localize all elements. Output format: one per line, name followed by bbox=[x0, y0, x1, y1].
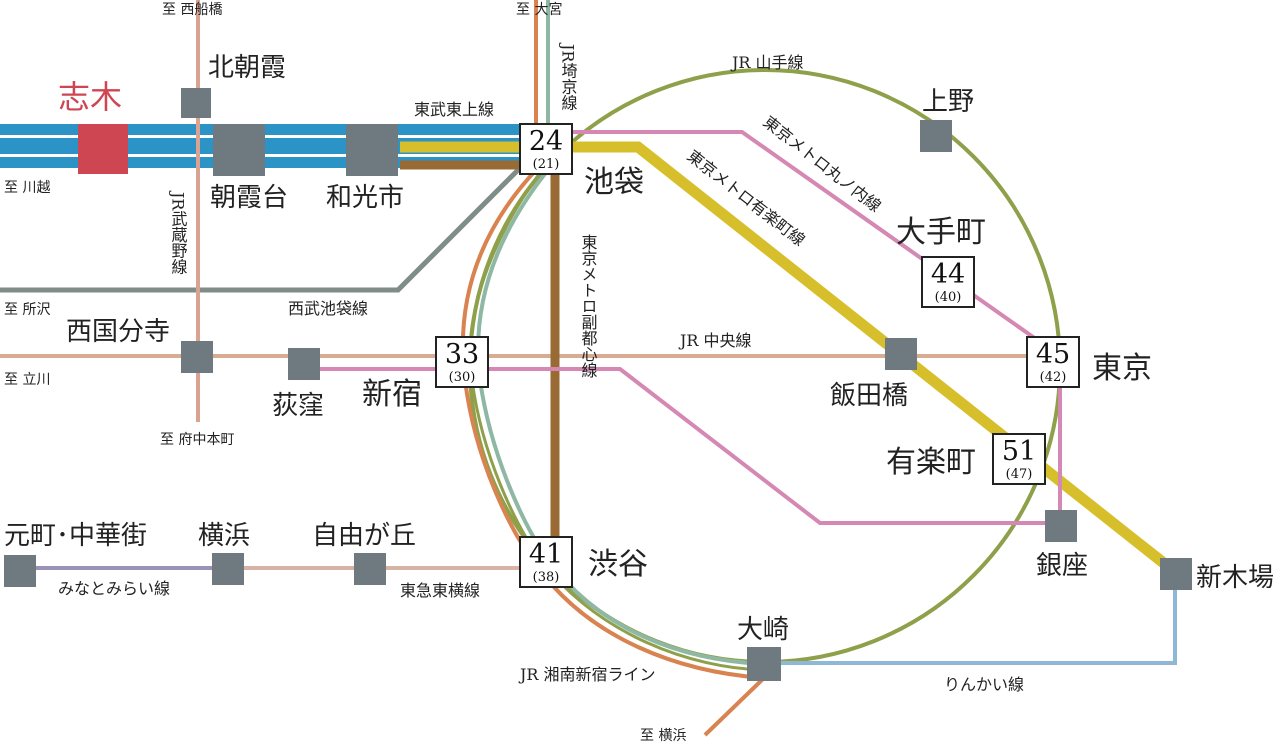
station-ueno[interactable] bbox=[920, 120, 952, 152]
svg-text:33: 33 bbox=[445, 339, 479, 370]
svg-text:(42): (42) bbox=[1040, 370, 1067, 385]
label-nishikokubunji: 西国分寺 bbox=[66, 317, 170, 347]
svg-text:(47): (47) bbox=[1006, 467, 1033, 482]
label-tokyo: 東京 bbox=[1092, 351, 1152, 386]
line-label-marunouchi: 東京メトロ丸ノ内線 bbox=[760, 112, 885, 216]
label-shibuya: 渋谷 bbox=[588, 547, 648, 582]
time-box-ikebukuro: 24 (21) bbox=[519, 123, 573, 175]
label-ogikubo: 荻窪 bbox=[272, 391, 324, 421]
label-ikebukuro: 池袋 bbox=[584, 165, 644, 200]
line-saikyo bbox=[476, 0, 765, 666]
label-asakadai: 朝霞台 bbox=[210, 183, 288, 213]
dir-tachikawa: 至 立川 bbox=[4, 372, 50, 388]
line-label-tobu-tojo: 東武東上線 bbox=[414, 100, 494, 119]
station-nishikokubunji[interactable] bbox=[181, 341, 213, 373]
line-label-tokyu-toyoko: 東急東横線 bbox=[400, 581, 480, 600]
station-jiyugaoka[interactable] bbox=[354, 553, 386, 585]
line-label-rinkai: りんかい線 bbox=[944, 675, 1024, 694]
dir-nishifunabashi: 至 西船橋 bbox=[162, 2, 222, 18]
dir-omiya: 至 大宮 bbox=[516, 2, 562, 18]
label-iidabashi: 飯田橋 bbox=[830, 381, 908, 411]
label-shinjuku: 新宿 bbox=[362, 377, 422, 412]
time-box-shinjuku: 33 (30) bbox=[435, 336, 489, 388]
line-label-saikyo: JR埼京線 bbox=[559, 42, 578, 111]
station-ogikubo[interactable] bbox=[288, 348, 320, 380]
label-jiyugaoka: 自由が丘 bbox=[312, 521, 416, 551]
label-osaki: 大崎 bbox=[737, 615, 789, 645]
station-wakoshi[interactable] bbox=[346, 124, 398, 176]
label-shiki: 志木 bbox=[58, 78, 122, 116]
station-osaki[interactable] bbox=[747, 647, 781, 681]
line-yurakucho bbox=[400, 141, 1179, 577]
label-yurakucho: 有楽町 bbox=[886, 445, 976, 480]
label-yokohama: 横浜 bbox=[198, 521, 250, 551]
station-ginza[interactable] bbox=[1045, 510, 1077, 542]
line-fukutoshin bbox=[400, 160, 560, 540]
svg-text:41: 41 bbox=[529, 539, 563, 570]
label-kitaasaka: 北朝霞 bbox=[208, 53, 286, 83]
station-shiki[interactable] bbox=[78, 124, 128, 174]
label-otemachi: 大手町 bbox=[896, 215, 986, 250]
label-ginza: 銀座 bbox=[1036, 551, 1088, 581]
station-asakadai[interactable] bbox=[213, 124, 265, 176]
svg-text:24: 24 bbox=[529, 126, 563, 157]
dir-yokohama: 至 横浜 bbox=[640, 728, 686, 744]
line-label-fukutoshin: 東京メトロ副都心線 bbox=[579, 234, 598, 378]
dir-tokorozawa: 至 所沢 bbox=[4, 302, 50, 318]
line-label-seibu-ikebukuro: 西武池袋線 bbox=[288, 299, 368, 318]
line-rinkai bbox=[780, 580, 1177, 665]
svg-text:44: 44 bbox=[931, 259, 965, 290]
line-seibu-ikebukuro bbox=[0, 166, 522, 293]
line-label-shonan: JR 湘南新宿ライン bbox=[518, 665, 656, 684]
time-box-shibuya: 41 (38) bbox=[519, 536, 573, 588]
time-box-otemachi: 44 (40) bbox=[921, 256, 975, 308]
station-shinkiba[interactable] bbox=[1160, 558, 1192, 590]
time-box-yurakucho: 51 (47) bbox=[992, 433, 1046, 485]
line-shonan bbox=[460, 0, 769, 737]
svg-text:45: 45 bbox=[1036, 339, 1070, 370]
label-wakoshi: 和光市 bbox=[326, 183, 404, 213]
svg-text:51: 51 bbox=[1002, 436, 1036, 467]
station-iidabashi[interactable] bbox=[885, 338, 917, 370]
time-box-tokyo: 45 (42) bbox=[1026, 336, 1080, 388]
svg-text:(40): (40) bbox=[935, 290, 962, 305]
label-motomachi: 元町･中華街 bbox=[4, 521, 147, 551]
dir-fuchuhonmachi: 至 府中本町 bbox=[160, 432, 234, 448]
station-kitaasaka[interactable] bbox=[181, 88, 211, 118]
station-yokohama[interactable] bbox=[212, 553, 244, 585]
line-label-yamanote: JR 山手線 bbox=[730, 53, 804, 72]
label-shinkiba: 新木場 bbox=[1196, 563, 1274, 593]
svg-text:(21): (21) bbox=[533, 157, 560, 172]
line-label-minatomirai: みなとみらい線 bbox=[58, 579, 170, 598]
svg-text:(38): (38) bbox=[533, 570, 560, 585]
label-ueno: 上野 bbox=[922, 87, 974, 117]
dir-kawagoe: 至 川越 bbox=[4, 180, 50, 196]
line-label-musashino: JR武蔵野線 bbox=[169, 190, 188, 275]
station-motomachi[interactable] bbox=[4, 555, 36, 587]
svg-text:(30): (30) bbox=[449, 370, 476, 385]
line-label-chuo: JR 中央線 bbox=[678, 331, 752, 350]
